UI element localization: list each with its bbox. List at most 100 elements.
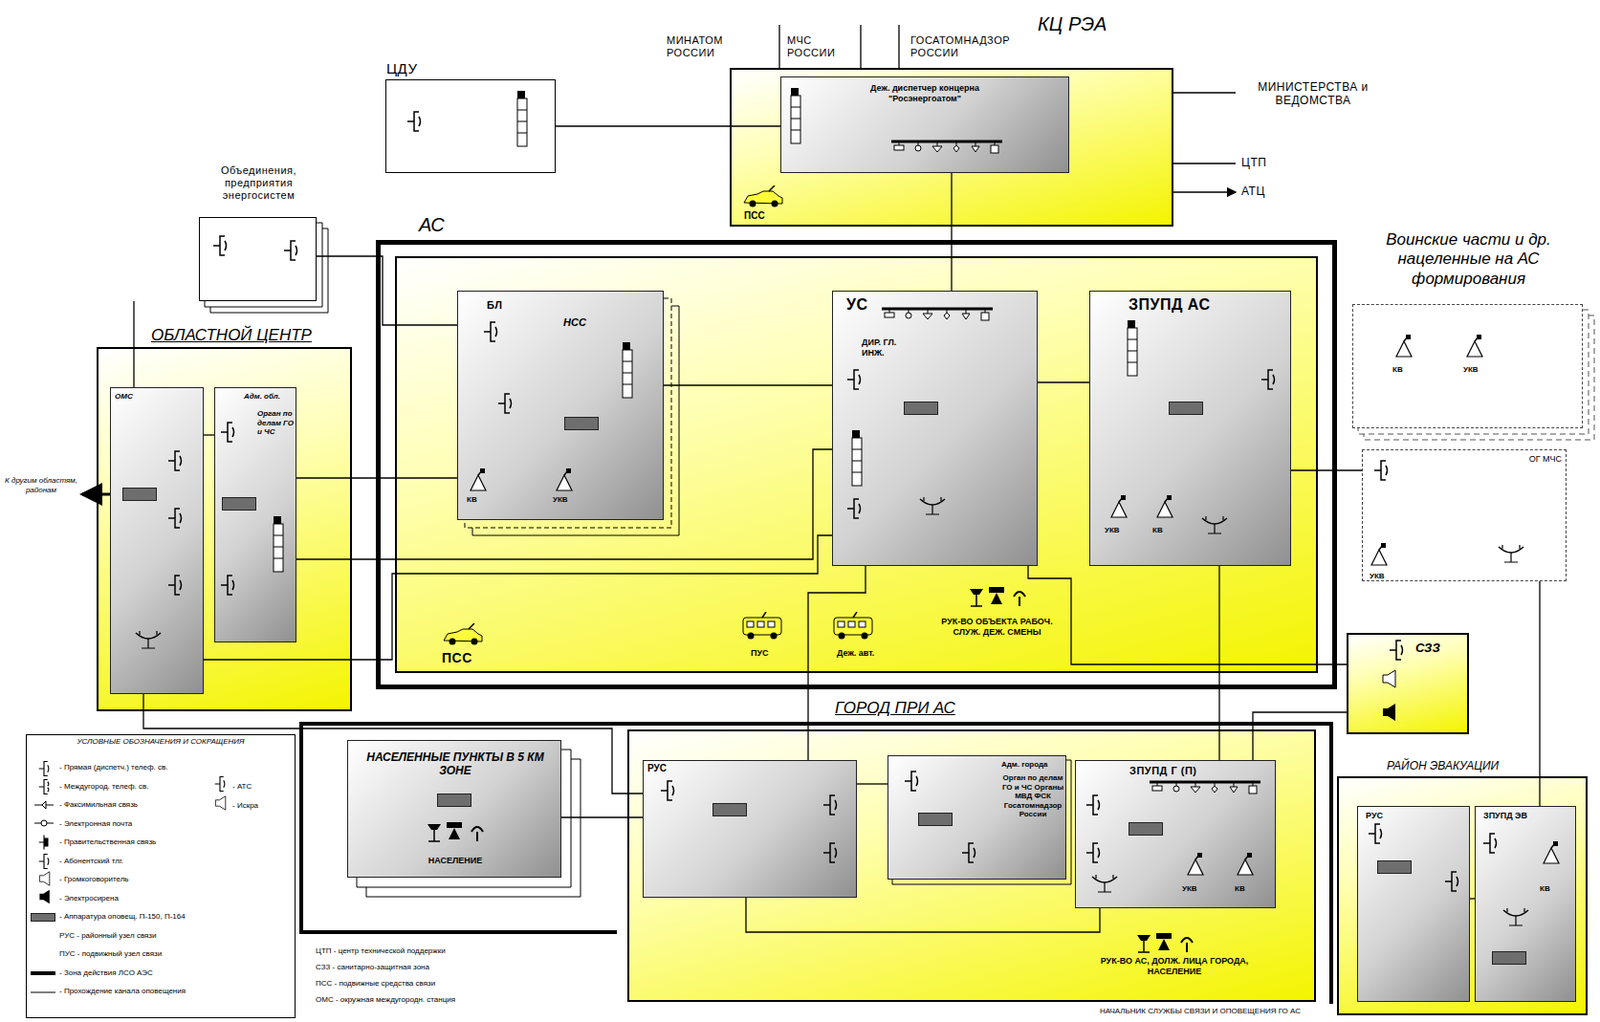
box-title: ЦДУ <box>386 60 444 78</box>
legend-line-sample <box>30 971 56 976</box>
annotation-label: УСЛОВНЫЕ ОБОЗНАЧЕНИЯ И СОКРАЩЕНИЯ <box>28 737 293 747</box>
ant-symbol <box>1111 495 1127 518</box>
text-slot: ПСС <box>744 210 783 222</box>
alert-channel-line <box>555 125 781 127</box>
outgoing-arrow <box>82 493 110 497</box>
alert-channel-line <box>1469 898 1475 899</box>
box-title: ОМС <box>114 392 154 402</box>
ph-symbol <box>220 422 235 442</box>
annotation-label: КВ <box>466 495 496 505</box>
spk-symbol <box>215 796 225 811</box>
annotation-label: ПСС <box>744 210 783 222</box>
ppl-symbol <box>1137 933 1193 953</box>
stack-shadow <box>1358 309 1595 440</box>
annotation-label: КВ <box>1152 526 1182 536</box>
box-title: РУС <box>647 763 686 775</box>
legend-line-sample <box>30 992 56 994</box>
alert-channel-line <box>950 173 952 291</box>
ph-symbol <box>1483 833 1497 854</box>
dish-symbol <box>1503 908 1529 926</box>
box-title: ОБЛАСТНОЙ ЦЕНТР <box>151 326 362 346</box>
box-title: Объединения, предприятия энергосистем <box>204 164 313 203</box>
car-symbol <box>744 185 783 208</box>
dev-symbol <box>517 90 527 147</box>
ph-symbol <box>1368 824 1382 844</box>
text-slot: РУС - районный узел связи <box>59 931 289 942</box>
text-slot: КВ <box>1392 365 1422 375</box>
text-slot: РУС <box>1365 810 1404 822</box>
box-title: Адм. обл. <box>243 392 296 402</box>
text-slot: ОМС <box>114 392 154 402</box>
legend-text: ЦТП - центр технической поддержки <box>315 946 584 957</box>
ph-symbol <box>168 451 182 471</box>
text-slot: ГОРОД ПРИ АС <box>834 699 1027 719</box>
region-panel: РАЙОН ЭВАКУАЦИИРУСЗПУПД ЭВ <box>1336 776 1588 1016</box>
outgoing-arrow <box>779 24 1236 193</box>
ph-symbol <box>847 370 861 390</box>
box-text: ДИР. ГЛ. ИНЖ. <box>861 337 921 359</box>
stack-shadow <box>356 749 581 898</box>
ph-symbol <box>498 394 512 414</box>
box-title: БЛ <box>486 299 526 312</box>
text-slot: СЗЗ <box>1415 640 1464 657</box>
ph-symbol <box>1389 640 1403 660</box>
ph-symbol <box>1445 872 1459 892</box>
box-title: КЦ РЭА <box>1037 12 1172 36</box>
annotation-label: КВ <box>1234 884 1264 895</box>
text-slot: ПУС - подвижный узел связи <box>59 949 289 960</box>
box-title: СЗЗ <box>1415 640 1464 657</box>
text-slot: ДИР. ГЛ. ИНЖ. <box>861 337 921 359</box>
ant-symbol <box>1396 334 1412 357</box>
annotation-label: К другим областям, районам <box>3 476 79 495</box>
ph-symbol <box>168 508 182 528</box>
spk-symbol <box>1382 670 1396 688</box>
spk-symbol <box>39 872 49 886</box>
text-slot: - Аппаратура оповещ. П-150, П-164 <box>59 912 289 922</box>
stack-shadow <box>204 222 329 313</box>
text-slot: - Правительственная связь <box>59 837 289 848</box>
hub-symbol <box>1149 782 1261 794</box>
ph-symbol <box>483 322 498 342</box>
text-slot: НАСЕЛЕННЫЕ ПУНКТЫ В 5 КМ ЗОНЕ <box>357 750 553 779</box>
box-title: Деж. диспетчер концерна "Росэнергоатом" <box>838 83 1011 105</box>
legend-text: - Искра <box>232 801 290 811</box>
text-slot: ЗПУПД Г (П) <box>1129 765 1264 778</box>
text-slot: НСС <box>563 316 606 329</box>
text-slot: РУК-ВО ОБЪЕКТА РАБОЧ. СЛУЖ. ДЕЖ. СМЕНЫ <box>932 616 1062 638</box>
box-text: НСС <box>563 316 606 329</box>
legend-text: - Прямая (диспетч.) телеф. св. <box>59 763 289 773</box>
annotation-label: ПУС <box>750 648 790 659</box>
app-symbol <box>1378 861 1412 875</box>
org-box: Объединения, предприятия энергосистем <box>198 217 317 302</box>
dev-symbol <box>1127 320 1138 376</box>
legend-text: - Абонентский тлг. <box>59 856 289 867</box>
alert-channel-line <box>663 384 833 386</box>
text-slot: Орган по делам ГО и ЧС Органы МВД ФСК Го… <box>1001 773 1065 820</box>
ppl-symbol <box>427 822 483 842</box>
text-slot: УСЛОВНЫЕ ОБОЗНАЧЕНИЯ И СОКРАЩЕНИЯ <box>28 737 293 747</box>
ph-symbol <box>39 762 49 777</box>
ph-symbol <box>1374 460 1388 481</box>
alert-channel-line <box>745 898 1100 933</box>
text-slot: СЗЗ - санитарно-защитная зона <box>315 963 584 973</box>
app-symbol <box>222 498 257 511</box>
text-slot: - АТС <box>232 782 290 792</box>
box-title: АС <box>418 213 477 237</box>
alert-channel-line <box>203 535 833 660</box>
text-slot: - Зона действия ЛСО АЭС <box>59 968 289 979</box>
ant-symbol <box>1467 334 1483 357</box>
mg-symbol <box>39 780 49 795</box>
ant-symbol <box>1187 853 1204 876</box>
text-slot: ЦДУ <box>386 60 444 78</box>
van-symbol <box>833 612 873 640</box>
alert-channel-line <box>1538 581 1540 807</box>
app-symbol <box>919 813 953 827</box>
sir-symbol <box>39 890 49 904</box>
legend-text: - Прохождение канала оповещения <box>59 986 289 997</box>
alert-channel-line <box>132 301 134 388</box>
ant-symbol <box>1371 543 1387 566</box>
text-slot: - Абонентский тлг. <box>59 856 289 867</box>
text-slot: УКВ <box>1104 526 1134 536</box>
ant-symbol <box>556 468 572 491</box>
